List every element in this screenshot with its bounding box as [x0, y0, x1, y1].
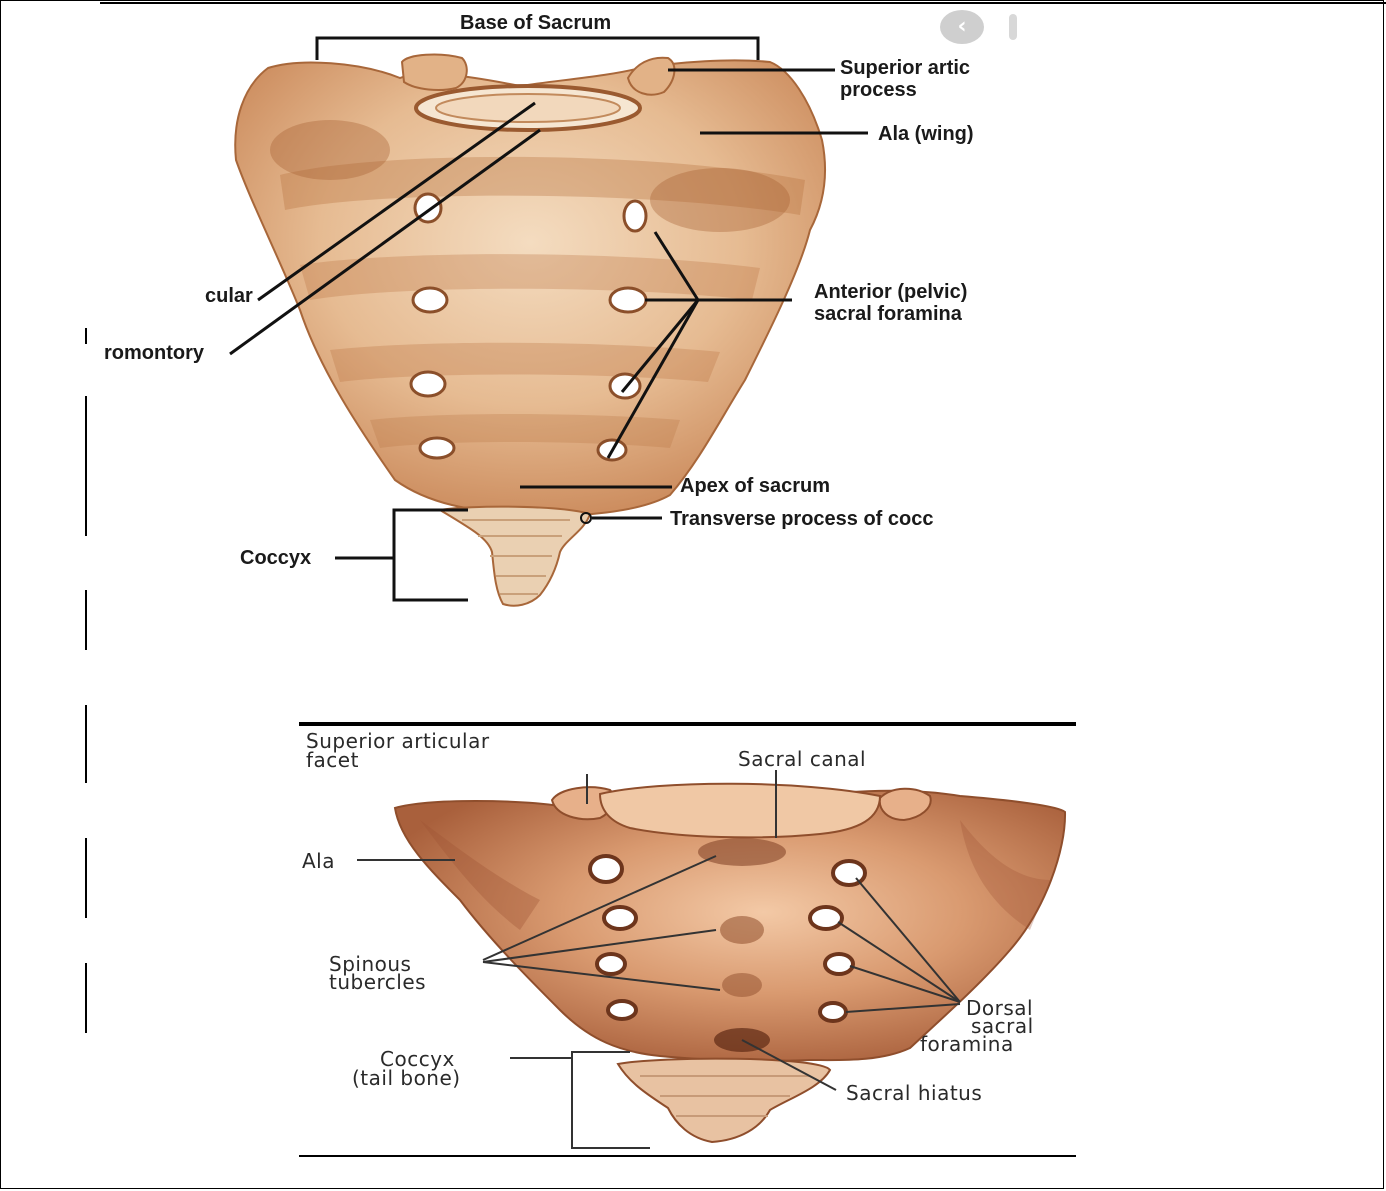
dorsal-foramen	[825, 954, 853, 974]
label-superior-articular-facet-line2: facet	[306, 750, 359, 770]
dorsal-foramen	[833, 861, 865, 885]
dorsal-foramen	[590, 856, 622, 882]
dorsal-foramen	[820, 1003, 846, 1021]
dorsal-foramen	[810, 907, 842, 929]
sacral-canal-opening	[600, 784, 880, 838]
label-spinous-tubercles-line2: tubercles	[329, 972, 426, 992]
label-sacral-hiatus: Sacral hiatus	[846, 1083, 982, 1103]
dorsal-foramen	[604, 907, 636, 929]
label-coccyx-line2: (tail bone)	[352, 1068, 461, 1088]
label-dorsal-foramina-line3: foramina	[920, 1034, 1014, 1054]
dorsal-foramen	[608, 1001, 636, 1019]
label-ala: Ala	[302, 851, 335, 871]
dorsal-foramen	[597, 954, 625, 974]
dorsal-coccyx-bone	[618, 1059, 830, 1142]
label-sacral-canal: Sacral canal	[738, 749, 866, 769]
